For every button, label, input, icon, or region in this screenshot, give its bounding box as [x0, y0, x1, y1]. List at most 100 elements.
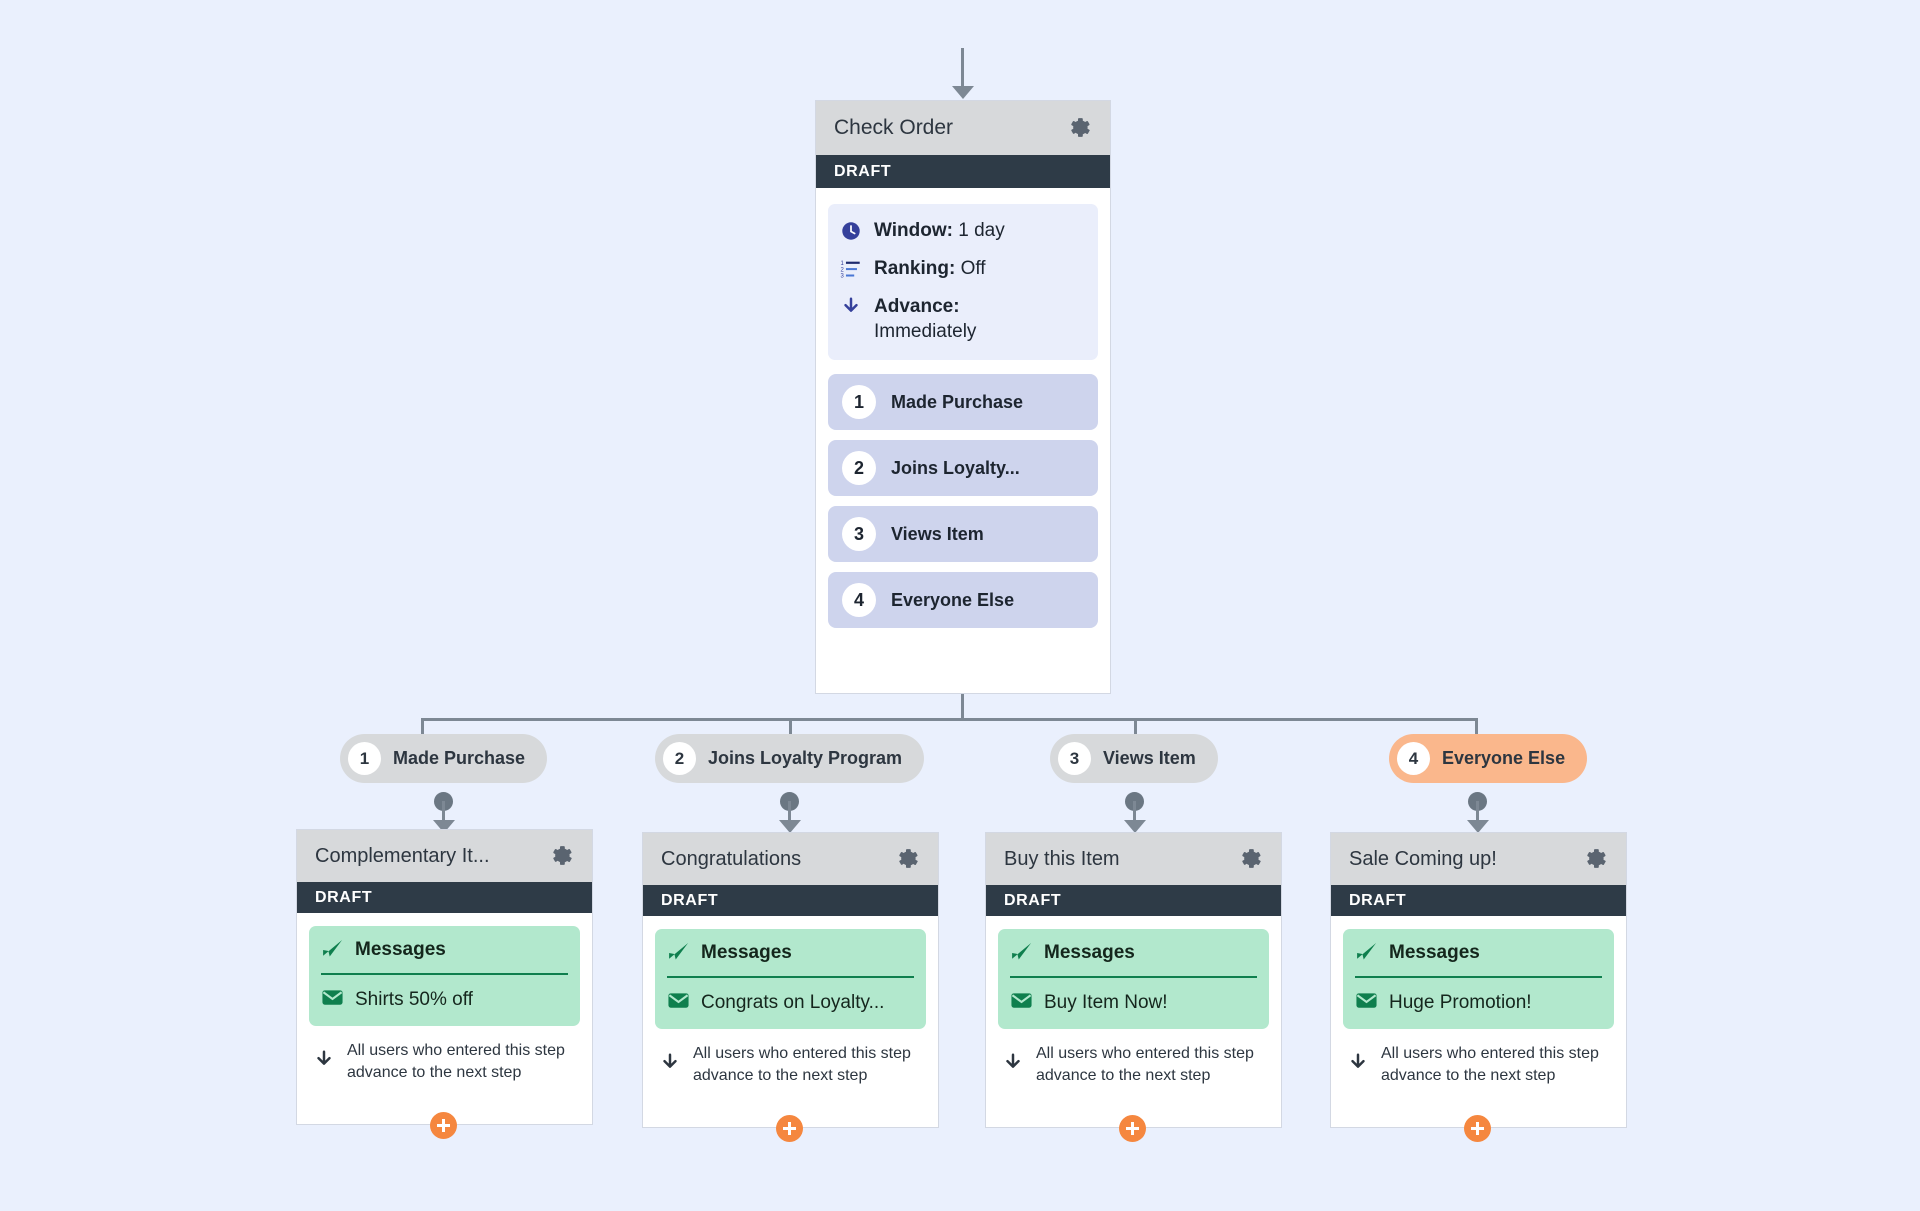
- gear-icon[interactable]: [550, 844, 574, 868]
- advance-text-3: All users who entered this step advance …: [1036, 1045, 1254, 1085]
- tree-trunk-line: [961, 694, 964, 720]
- message-item-4[interactable]: Huge Promotion!: [1355, 978, 1602, 1017]
- advance-row-3: All users who entered this step advance …: [1002, 1043, 1265, 1087]
- advance-text-4: All users who entered this step advance …: [1381, 1045, 1599, 1085]
- message-node-status-text-1: DRAFT: [315, 888, 373, 906]
- paper-plane-icon: [321, 936, 344, 964]
- branch-item-3[interactable]: 3 Views Item: [828, 506, 1098, 563]
- message-node-status-badge-3: DRAFT: [986, 885, 1281, 916]
- add-step-button-1[interactable]: [430, 1112, 457, 1139]
- branch-pill-3[interactable]: 3 Views Item: [1050, 734, 1218, 783]
- message-item-3[interactable]: Buy Item Now!: [1010, 978, 1257, 1017]
- branch-pill-4[interactable]: 4 Everyone Else: [1389, 734, 1588, 783]
- message-item-label-3: Buy Item Now!: [1044, 992, 1168, 1013]
- gear-icon[interactable]: [1239, 847, 1263, 871]
- branch-number-1: 1: [842, 385, 876, 420]
- pill-to-card-arrow-3: [1124, 820, 1146, 833]
- paper-plane-icon: [1355, 939, 1378, 967]
- pill-to-card-arrow-4: [1467, 820, 1489, 833]
- message-item-label-2: Congrats on Loyalty...: [701, 992, 885, 1013]
- branch-label-1: Made Purchase: [891, 391, 1024, 412]
- arrow-down-icon: [659, 1052, 681, 1079]
- branch-pill-label-1: Made Purchase: [393, 748, 526, 768]
- svg-text:2: 2: [840, 267, 843, 273]
- info-label-window: Window:: [874, 220, 953, 241]
- advance-row-2: All users who entered this step advance …: [659, 1043, 922, 1087]
- branch-number-3: 3: [842, 517, 876, 552]
- gear-icon[interactable]: [1584, 847, 1608, 871]
- info-value-window: 1 day: [958, 220, 1005, 241]
- branch-pill-number-1: 1: [348, 742, 381, 775]
- branch-item-4[interactable]: 4 Everyone Else: [828, 572, 1098, 629]
- message-item-1[interactable]: Shirts 50% off: [321, 975, 568, 1014]
- advance-text-1: All users who entered this step advance …: [347, 1042, 565, 1082]
- info-label-advance: Advance:: [874, 296, 960, 318]
- messages-header-2: Messages: [667, 939, 914, 978]
- envelope-icon: [1355, 989, 1378, 1017]
- message-node-title-1: Complementary It...: [315, 844, 490, 867]
- branch-item-2[interactable]: 2 Joins Loyalty...: [828, 440, 1098, 497]
- tree-horizontal-line: [421, 718, 1478, 721]
- add-step-button-4[interactable]: [1464, 1115, 1491, 1142]
- info-value-ranking: Off: [960, 258, 986, 280]
- add-step-button-3[interactable]: [1119, 1115, 1146, 1142]
- arrow-down-icon: [1347, 1052, 1369, 1079]
- branch-label-2: Joins Loyalty...: [891, 457, 1020, 478]
- paper-plane-icon: [667, 939, 690, 967]
- message-node-status-badge-1: DRAFT: [297, 882, 592, 913]
- message-node-title-2: Congratulations: [661, 847, 802, 870]
- message-node-title-4: Sale Coming up!: [1349, 847, 1497, 870]
- message-item-label-4: Huge Promotion!: [1389, 992, 1532, 1013]
- add-step-button-2[interactable]: [776, 1115, 803, 1142]
- tree-drop-line-1: [421, 718, 424, 748]
- info-row-window-text: Window: 1 day: [874, 218, 1005, 243]
- advance-text-2: All users who entered this step advance …: [693, 1045, 911, 1085]
- message-node-card-2[interactable]: Congratulations DRAFT Messages: [642, 832, 939, 1128]
- message-item-2[interactable]: Congrats on Loyalty...: [667, 978, 914, 1017]
- gear-icon[interactable]: [896, 847, 920, 871]
- branch-pill-2[interactable]: 2 Joins Loyalty Program: [655, 734, 925, 783]
- root-node-header: Check Order: [816, 101, 1110, 155]
- arrow-down-icon: [1002, 1052, 1024, 1079]
- message-node-card-1[interactable]: Complementary It... DRAFT Messages: [296, 829, 593, 1125]
- branch-item-1[interactable]: 1 Made Purchase: [828, 374, 1098, 431]
- envelope-icon: [1010, 989, 1033, 1017]
- message-node-header-3: Buy this Item: [986, 833, 1281, 885]
- messages-header-4: Messages: [1355, 939, 1602, 978]
- info-value-advance: Immediately: [874, 321, 977, 343]
- message-node-header-1: Complementary It...: [297, 830, 592, 882]
- info-row-ranking-text: Ranking: Off: [874, 256, 986, 281]
- pill-to-card-line-3: [1133, 801, 1136, 826]
- tree-drop-line-2: [789, 718, 792, 748]
- info-row-window: Window: 1 day: [840, 218, 1086, 249]
- branch-pill-label-2: Joins Loyalty Program: [708, 748, 903, 768]
- branch-pill-1[interactable]: 1 Made Purchase: [340, 734, 548, 783]
- branch-number-2: 2: [842, 451, 876, 486]
- messages-header-3: Messages: [1010, 939, 1257, 978]
- branch-pill-number-4: 4: [1397, 742, 1430, 775]
- branch-pill-number-2: 2: [663, 742, 696, 775]
- message-node-card-4[interactable]: Sale Coming up! DRAFT Messages: [1330, 832, 1627, 1128]
- message-node-status-text-3: DRAFT: [1004, 891, 1062, 909]
- advance-row-1: All users who entered this step advance …: [313, 1040, 576, 1084]
- entry-connector-line: [961, 48, 964, 90]
- info-row-advance: Advance: Immediately: [840, 294, 1086, 344]
- branch-number-4: 4: [842, 583, 876, 618]
- message-node-header-4: Sale Coming up!: [1331, 833, 1626, 885]
- arrow-down-icon: [313, 1049, 335, 1076]
- message-box-2: Messages Congrats on Loyalty...: [655, 929, 926, 1029]
- pill-to-card-line-2: [788, 801, 791, 826]
- root-node-title: Check Order: [834, 116, 954, 139]
- gear-icon[interactable]: [1068, 116, 1092, 140]
- branch-pill-number-3: 3: [1058, 742, 1091, 775]
- tree-drop-line-3: [1134, 718, 1137, 748]
- message-item-label-1: Shirts 50% off: [355, 989, 473, 1010]
- message-node-title-3: Buy this Item: [1004, 847, 1120, 870]
- root-node-card[interactable]: Check Order DRAFT Wi: [815, 100, 1111, 694]
- info-row-ranking: 1 2 3 Ranking: Off: [840, 256, 1086, 287]
- paper-plane-icon: [1010, 939, 1033, 967]
- arrow-down-icon: [840, 294, 863, 325]
- envelope-icon: [321, 986, 344, 1014]
- message-node-card-3[interactable]: Buy this Item DRAFT Messages: [985, 832, 1282, 1128]
- message-box-3: Messages Buy Item Now!: [998, 929, 1269, 1029]
